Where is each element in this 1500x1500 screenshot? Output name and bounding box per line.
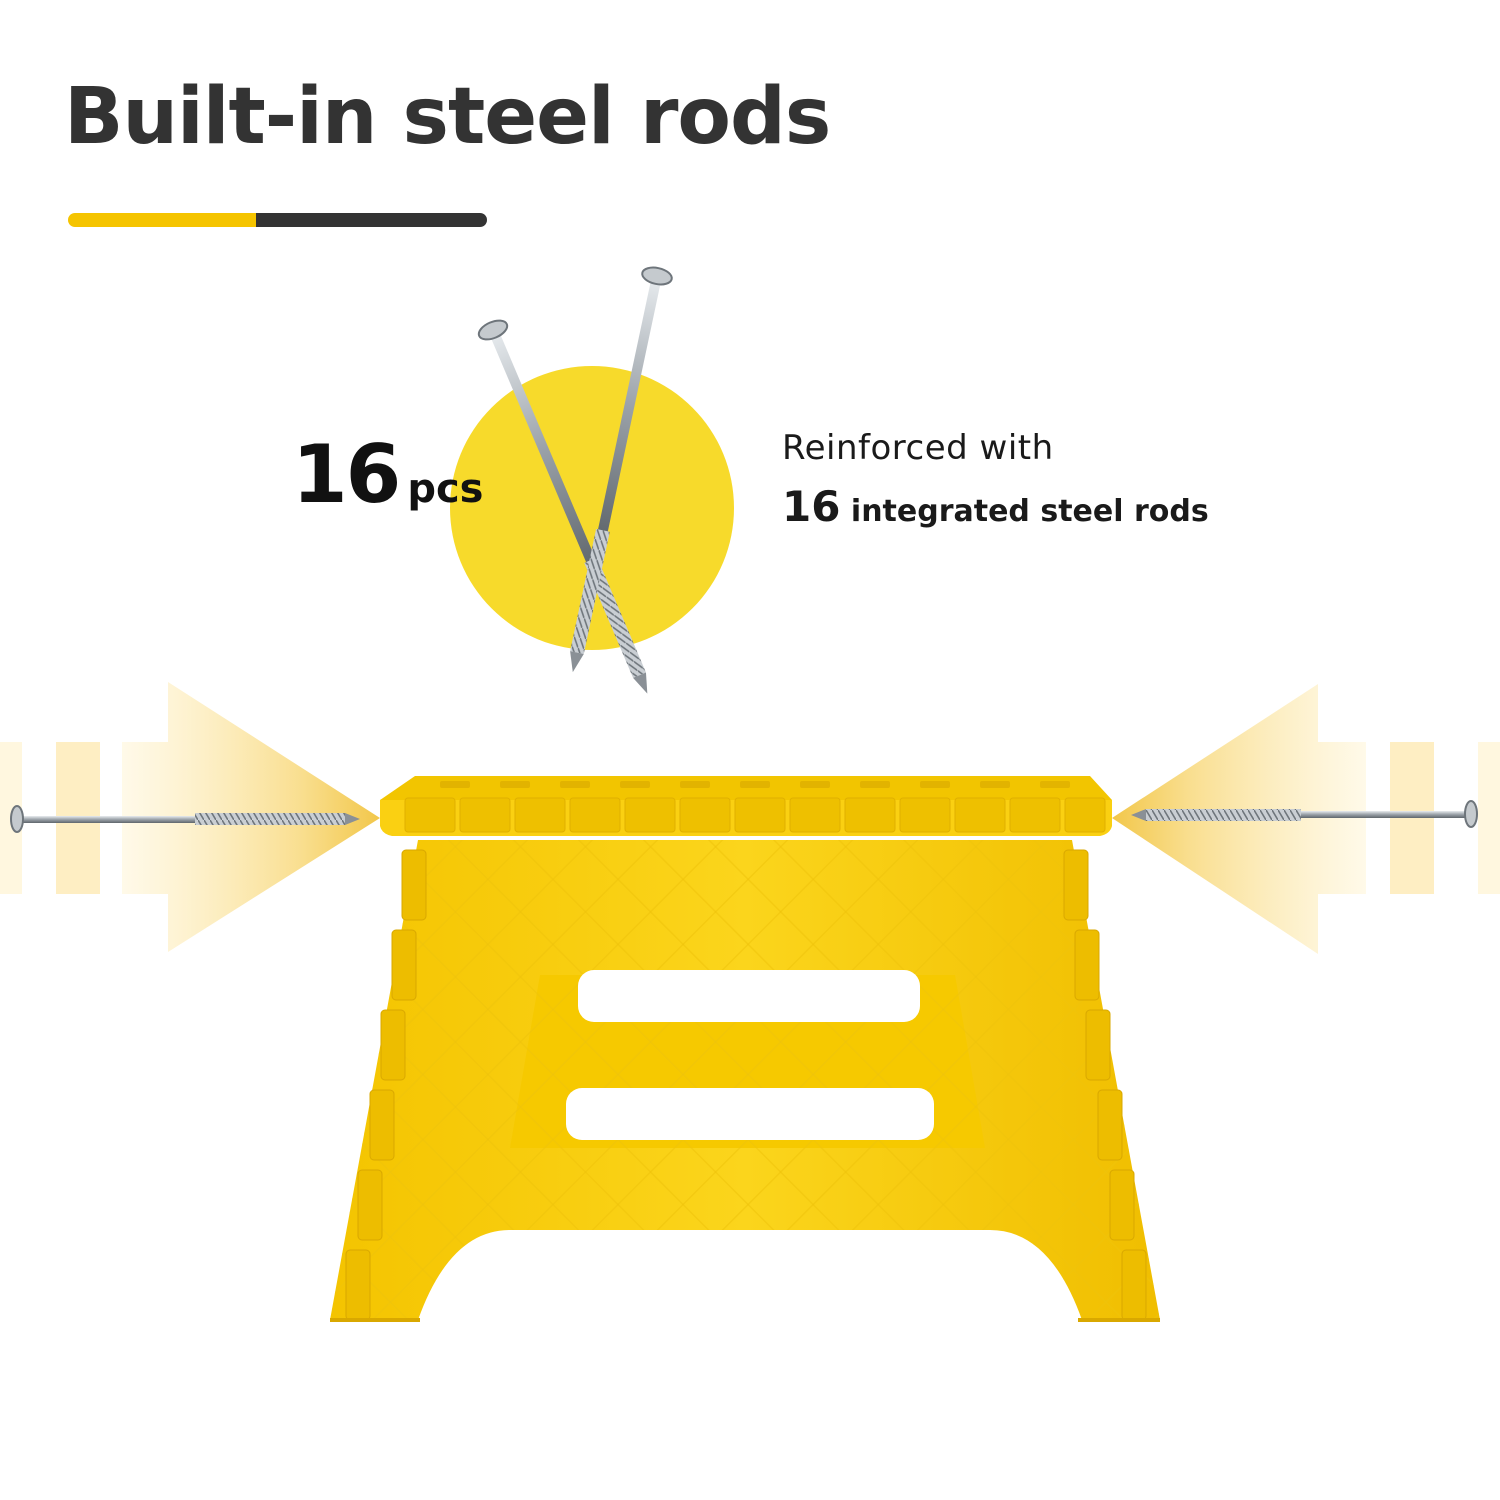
accent-bar-yellow [68, 213, 256, 227]
left-rod-image [10, 805, 360, 833]
description-text: integrated steel rods [850, 494, 1209, 529]
highlight-circle [450, 366, 734, 650]
step-stool-image [330, 776, 1160, 1322]
right-rod-image [1131, 800, 1478, 828]
rod-count-unit: pcs [407, 466, 484, 512]
description-number: 16 [782, 482, 841, 531]
description-line-2: 16 integrated steel rods [782, 482, 1209, 531]
accent-bar [68, 213, 487, 227]
rod-count-number: 16 [292, 428, 401, 521]
description-line-1: Reinforced with [782, 428, 1054, 468]
crossed-rods-image [477, 266, 673, 694]
accent-bar-gray [256, 213, 487, 227]
headline: Built-in steel rods [64, 72, 831, 162]
feature-description: Reinforced with 16 integrated steel rods [782, 428, 1209, 531]
